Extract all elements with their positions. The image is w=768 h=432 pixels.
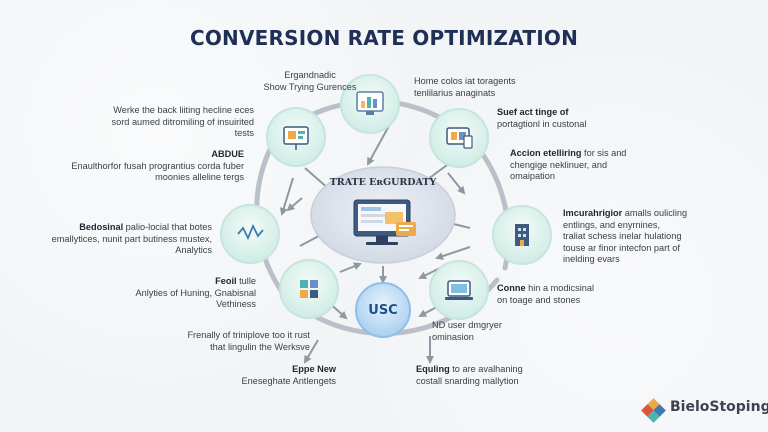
label-abdue: ABDUE Enaulthorfor fusah prograntius cor… — [40, 149, 244, 184]
presentation-icon — [283, 126, 309, 150]
label-line: entlings, and enyrnines, — [563, 219, 661, 230]
label-line: ominasion — [432, 331, 474, 342]
label-equling: Equling to are avalhaning costall snardi… — [416, 364, 523, 387]
label-line: that lingulin the Werksve — [210, 341, 310, 352]
node-top-center — [340, 74, 400, 134]
label-line: omaipation — [510, 171, 555, 181]
label-line: emallytices, nunit part butiness mustex, — [51, 233, 212, 244]
node-lower-right — [429, 260, 489, 320]
label-line: ABDUE — [40, 149, 244, 161]
label-heading: Conne — [497, 283, 526, 293]
label-text: for sis and — [581, 148, 627, 158]
label-heading: Imcurahrigior — [563, 208, 623, 218]
label-line: Frenally of triniplove too it rust — [187, 330, 310, 340]
label-line: Home colos iat toragents — [414, 76, 516, 86]
label-line: Suef act tinge of — [497, 107, 586, 119]
label-line: Feoil tulle — [110, 276, 256, 288]
arrow — [286, 197, 303, 212]
node-right — [492, 205, 552, 265]
label-line: traliat schess inelar hulationg — [563, 231, 682, 241]
label-line: ND user dmgryer — [432, 320, 502, 330]
label-heading: Suef act tinge of — [497, 107, 569, 117]
label-heading: Feoil — [215, 276, 237, 286]
label-action: Accion etelliring for sis and chengige n… — [510, 148, 626, 183]
label-line: Vethiness — [216, 299, 256, 309]
node-upper-left — [266, 107, 326, 167]
arrow — [279, 177, 294, 216]
building-icon — [515, 224, 529, 246]
label-line: portagtionl in custonal — [497, 118, 587, 129]
label-top-center: Ergandnadic Show Trying Gurences — [250, 70, 370, 93]
hub-label: USC — [368, 302, 398, 318]
arrow — [447, 172, 466, 195]
label-line: chengige neklinuer, and — [510, 159, 608, 170]
monitor-chart-icon — [356, 91, 384, 115]
label-line: Analytics — [175, 245, 212, 255]
label-line: inelding evars — [563, 254, 620, 264]
hub-circle — [355, 282, 411, 338]
brand: BieloStoping — [642, 399, 768, 415]
label-eppe: Eppe New Eneseghate Antlengets — [200, 364, 336, 387]
node-lower-left — [279, 259, 339, 319]
label-text: amalls oulicling — [622, 208, 688, 218]
label-line: Show Trying Gurences — [263, 81, 357, 92]
arrow — [418, 267, 441, 279]
label-line: Anlyties of Huning, Gnabisnal — [135, 287, 256, 298]
label-text: to are avalhaning — [449, 364, 523, 374]
laptop-screen-icon — [445, 280, 473, 300]
label-heading: Bedosinal — [79, 222, 124, 232]
label-line: costall snarding mallytion — [416, 375, 519, 386]
label-text: hin a modicsinal — [525, 283, 595, 293]
label-upper-right: Suef act tinge of portagtionl in custona… — [497, 107, 586, 130]
label-line: tests — [234, 128, 254, 138]
label-bedosinal: Bedosinal palio-locial that botes emally… — [22, 222, 212, 257]
blocks-icon — [300, 280, 318, 298]
label-text: palio-locial that botes — [123, 222, 212, 232]
label-line: Eppe New — [200, 364, 336, 376]
label-top-right: Home colos iat toragents tenlilarius ana… — [414, 76, 516, 99]
label-feoil: Feoil tulle Anlyties of Huning, Gnabisna… — [110, 276, 256, 311]
label-line: sord aumed ditromiling of insuirited — [111, 116, 254, 127]
label-heading: ABDUE — [211, 149, 244, 159]
label-line: tenlilarius anaginats — [414, 87, 496, 98]
arrow — [303, 339, 319, 364]
devices-icon — [446, 127, 473, 149]
label-text: tulle — [236, 276, 256, 286]
label-conne: Conne hin a modicsinal on toage and ston… — [497, 283, 594, 306]
node-left — [220, 204, 280, 264]
label-heading: Accion etelliring — [510, 148, 582, 158]
label-heading: Eppe New — [292, 364, 336, 374]
arrow — [367, 123, 391, 166]
strategy-monitor-icon — [353, 199, 416, 245]
label-line: touse ar finor intecfon part of — [563, 242, 680, 253]
label-upper-left: Werke the back liiting hecline eces sord… — [70, 105, 254, 140]
arrow — [435, 246, 471, 260]
label-line: Bedosinal palio-locial that botes — [22, 222, 212, 234]
flow-arrows — [279, 123, 471, 364]
arrow — [339, 262, 362, 273]
brand-name: BieloStoping — [670, 399, 768, 415]
node-upper-right — [429, 108, 489, 168]
label-line: Ergandnadic — [284, 70, 336, 80]
label-nd-user: ND user dmgryer ominasion — [432, 320, 502, 343]
label-line: moonies alleline tergs — [155, 172, 244, 182]
label-frenally: Frenally of triniplove too it rust that … — [150, 330, 310, 353]
label-line: Accion etelliring for sis and — [510, 148, 626, 160]
label-line: Eneseghate Antlengets — [241, 375, 336, 386]
label-line: Werke the back liiting hecline eces — [113, 105, 254, 115]
page-title: CONVERSION RATE OPTIMIZATION — [189, 26, 579, 50]
label-line: Equling to are avalhaning — [416, 364, 523, 376]
label-line: Conne hin a modicsinal — [497, 283, 594, 295]
label-imcurahrigior: Imcurahrigior amalls oulicling entlings,… — [563, 208, 687, 266]
waveform-chart-icon — [237, 223, 264, 241]
label-line: Enaulthorfor fusah prograntius corda fub… — [71, 160, 244, 171]
label-line: on toage and stones — [497, 294, 581, 305]
strategy-title: TRATE EʀGURDATY — [329, 177, 437, 188]
label-line: Imcurahrigior amalls oulicling — [563, 208, 687, 220]
label-heading: Equling — [416, 364, 450, 374]
